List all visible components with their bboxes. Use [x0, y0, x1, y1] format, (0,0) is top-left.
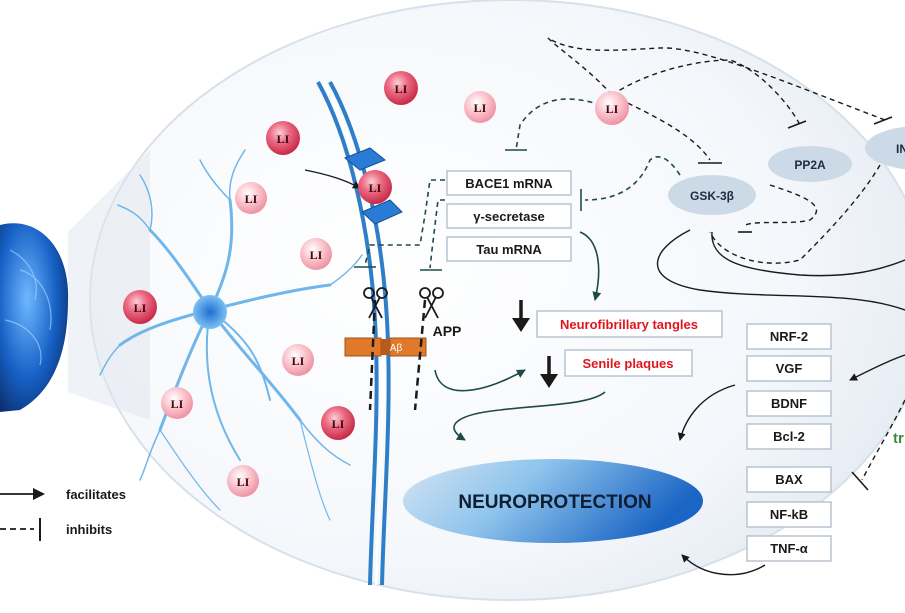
partial-enzyme-node: [865, 126, 905, 170]
box-senile-plaques: Senile plaques: [564, 349, 693, 377]
scissors-icon: [419, 287, 444, 319]
li-molecule-icon: LI: [266, 121, 300, 155]
svg-text:TNF-α: TNF-α: [770, 541, 808, 556]
neuroprotection-node: [403, 459, 703, 543]
gsk-to-bace1-inhibit: [584, 156, 681, 201]
li-molecule-icon: LI: [464, 91, 496, 123]
li-to-transporter-arrow: [304, 169, 361, 189]
legend-facilitates-label: facilitates: [66, 487, 126, 502]
decrease-arrow-icon: [512, 300, 530, 332]
membrane-inner-white: [323, 81, 384, 586]
svg-text:LI: LI: [310, 248, 323, 262]
tau-to-tangles-arrow: [579, 231, 602, 301]
svg-text:Tau mRNA: Tau mRNA: [476, 242, 542, 257]
gsk3b-node: [668, 175, 756, 215]
li-molecule-icon: LI: [358, 170, 392, 204]
transporter-inhibit-line: [364, 179, 445, 266]
markers-to-neuroprotection-arrow: [677, 384, 736, 441]
box-nrf2: NRF-2: [746, 323, 832, 350]
li-molecule-icon: LI: [161, 387, 193, 419]
app-label: APP: [433, 323, 462, 339]
gsk3b-label: GSK-3β: [690, 189, 734, 203]
partial-green-text: tr: [893, 430, 904, 447]
box-gamma-secretase: γ-secretase: [446, 203, 572, 229]
right-to-bax-inhibit: [861, 399, 905, 481]
transporter-shapes: [344, 147, 403, 225]
li-molecule-icon: LI: [384, 71, 418, 105]
svg-text:LI: LI: [171, 397, 184, 411]
partial-enzyme-label: IN: [896, 142, 905, 156]
svg-text:Bcl-2: Bcl-2: [773, 429, 805, 444]
svg-text:LI: LI: [369, 181, 382, 195]
pp2a-label: PP2A: [794, 158, 826, 172]
decrease-arrow-icon: [540, 356, 558, 388]
neuroprotection-label: NEUROPROTECTION: [458, 492, 651, 513]
svg-text:NF-kB: NF-kB: [770, 507, 808, 522]
box-tnfa: TNF-α: [746, 535, 832, 562]
li-molecule-icon: LI: [123, 290, 157, 324]
svg-text:BACE1 mRNA: BACE1 mRNA: [465, 176, 553, 191]
box-vgf: VGF: [746, 355, 832, 382]
app-to-plaques-arrow: [434, 369, 526, 392]
right-to-vgf-arrow: [849, 354, 905, 381]
box-tau-mrna: Tau mRNA: [446, 236, 572, 262]
transporter-inhibit-line-2: [429, 199, 445, 269]
svg-text:LI: LI: [237, 475, 250, 489]
svg-text:BAX: BAX: [775, 472, 803, 487]
svg-text:NRF-2: NRF-2: [770, 329, 808, 344]
svg-text:VGF: VGF: [776, 361, 803, 376]
li-molecule-icon: LI: [235, 182, 267, 214]
svg-text:LI: LI: [606, 102, 619, 116]
li-to-bace1-inhibit: [515, 98, 602, 151]
box-bace1: BACE1 mRNA: [446, 170, 572, 196]
box-neurofibrillary-tangles: Neurofibrillary tangles: [536, 310, 723, 338]
svg-text:Senile plaques: Senile plaques: [582, 356, 673, 371]
svg-text:LI: LI: [277, 132, 290, 146]
legend: facilitates inhibits: [0, 487, 126, 541]
svg-text:LI: LI: [134, 301, 147, 315]
li-molecule-icon: LI: [300, 238, 332, 270]
app-protein: [344, 299, 427, 411]
svg-text:Neurofibrillary tangles: Neurofibrillary tangles: [560, 317, 698, 332]
box-bdnf: BDNF: [746, 390, 832, 417]
legend-inhibits-label: inhibits: [66, 522, 112, 537]
plaques-to-neuroprotection-arrow: [453, 391, 606, 441]
box-bax: BAX: [746, 466, 832, 493]
tnf-to-neuroprotection-arrow: [681, 554, 766, 576]
box-bcl2: Bcl-2: [746, 423, 832, 450]
svg-text:LI: LI: [292, 354, 305, 368]
svg-text:BDNF: BDNF: [771, 396, 807, 411]
li-molecule-icon: LI: [282, 344, 314, 376]
li-molecule-icon: LI: [595, 91, 629, 125]
svg-text:LI: LI: [474, 101, 487, 115]
svg-text:γ-secretase: γ-secretase: [473, 209, 545, 224]
abeta-label: Aβ: [390, 343, 403, 354]
li-molecule-icon: LI: [321, 406, 355, 440]
li-molecule-icon: LI: [227, 465, 259, 497]
pp2a-node: [768, 146, 852, 182]
brain-illustration: [0, 150, 150, 420]
scissors-icon: [363, 287, 388, 319]
box-nfkb: NF-kB: [746, 501, 832, 528]
svg-text:LI: LI: [332, 417, 345, 431]
neuron-soma: [193, 295, 227, 329]
svg-text:LI: LI: [395, 82, 408, 96]
svg-text:LI: LI: [245, 192, 258, 206]
